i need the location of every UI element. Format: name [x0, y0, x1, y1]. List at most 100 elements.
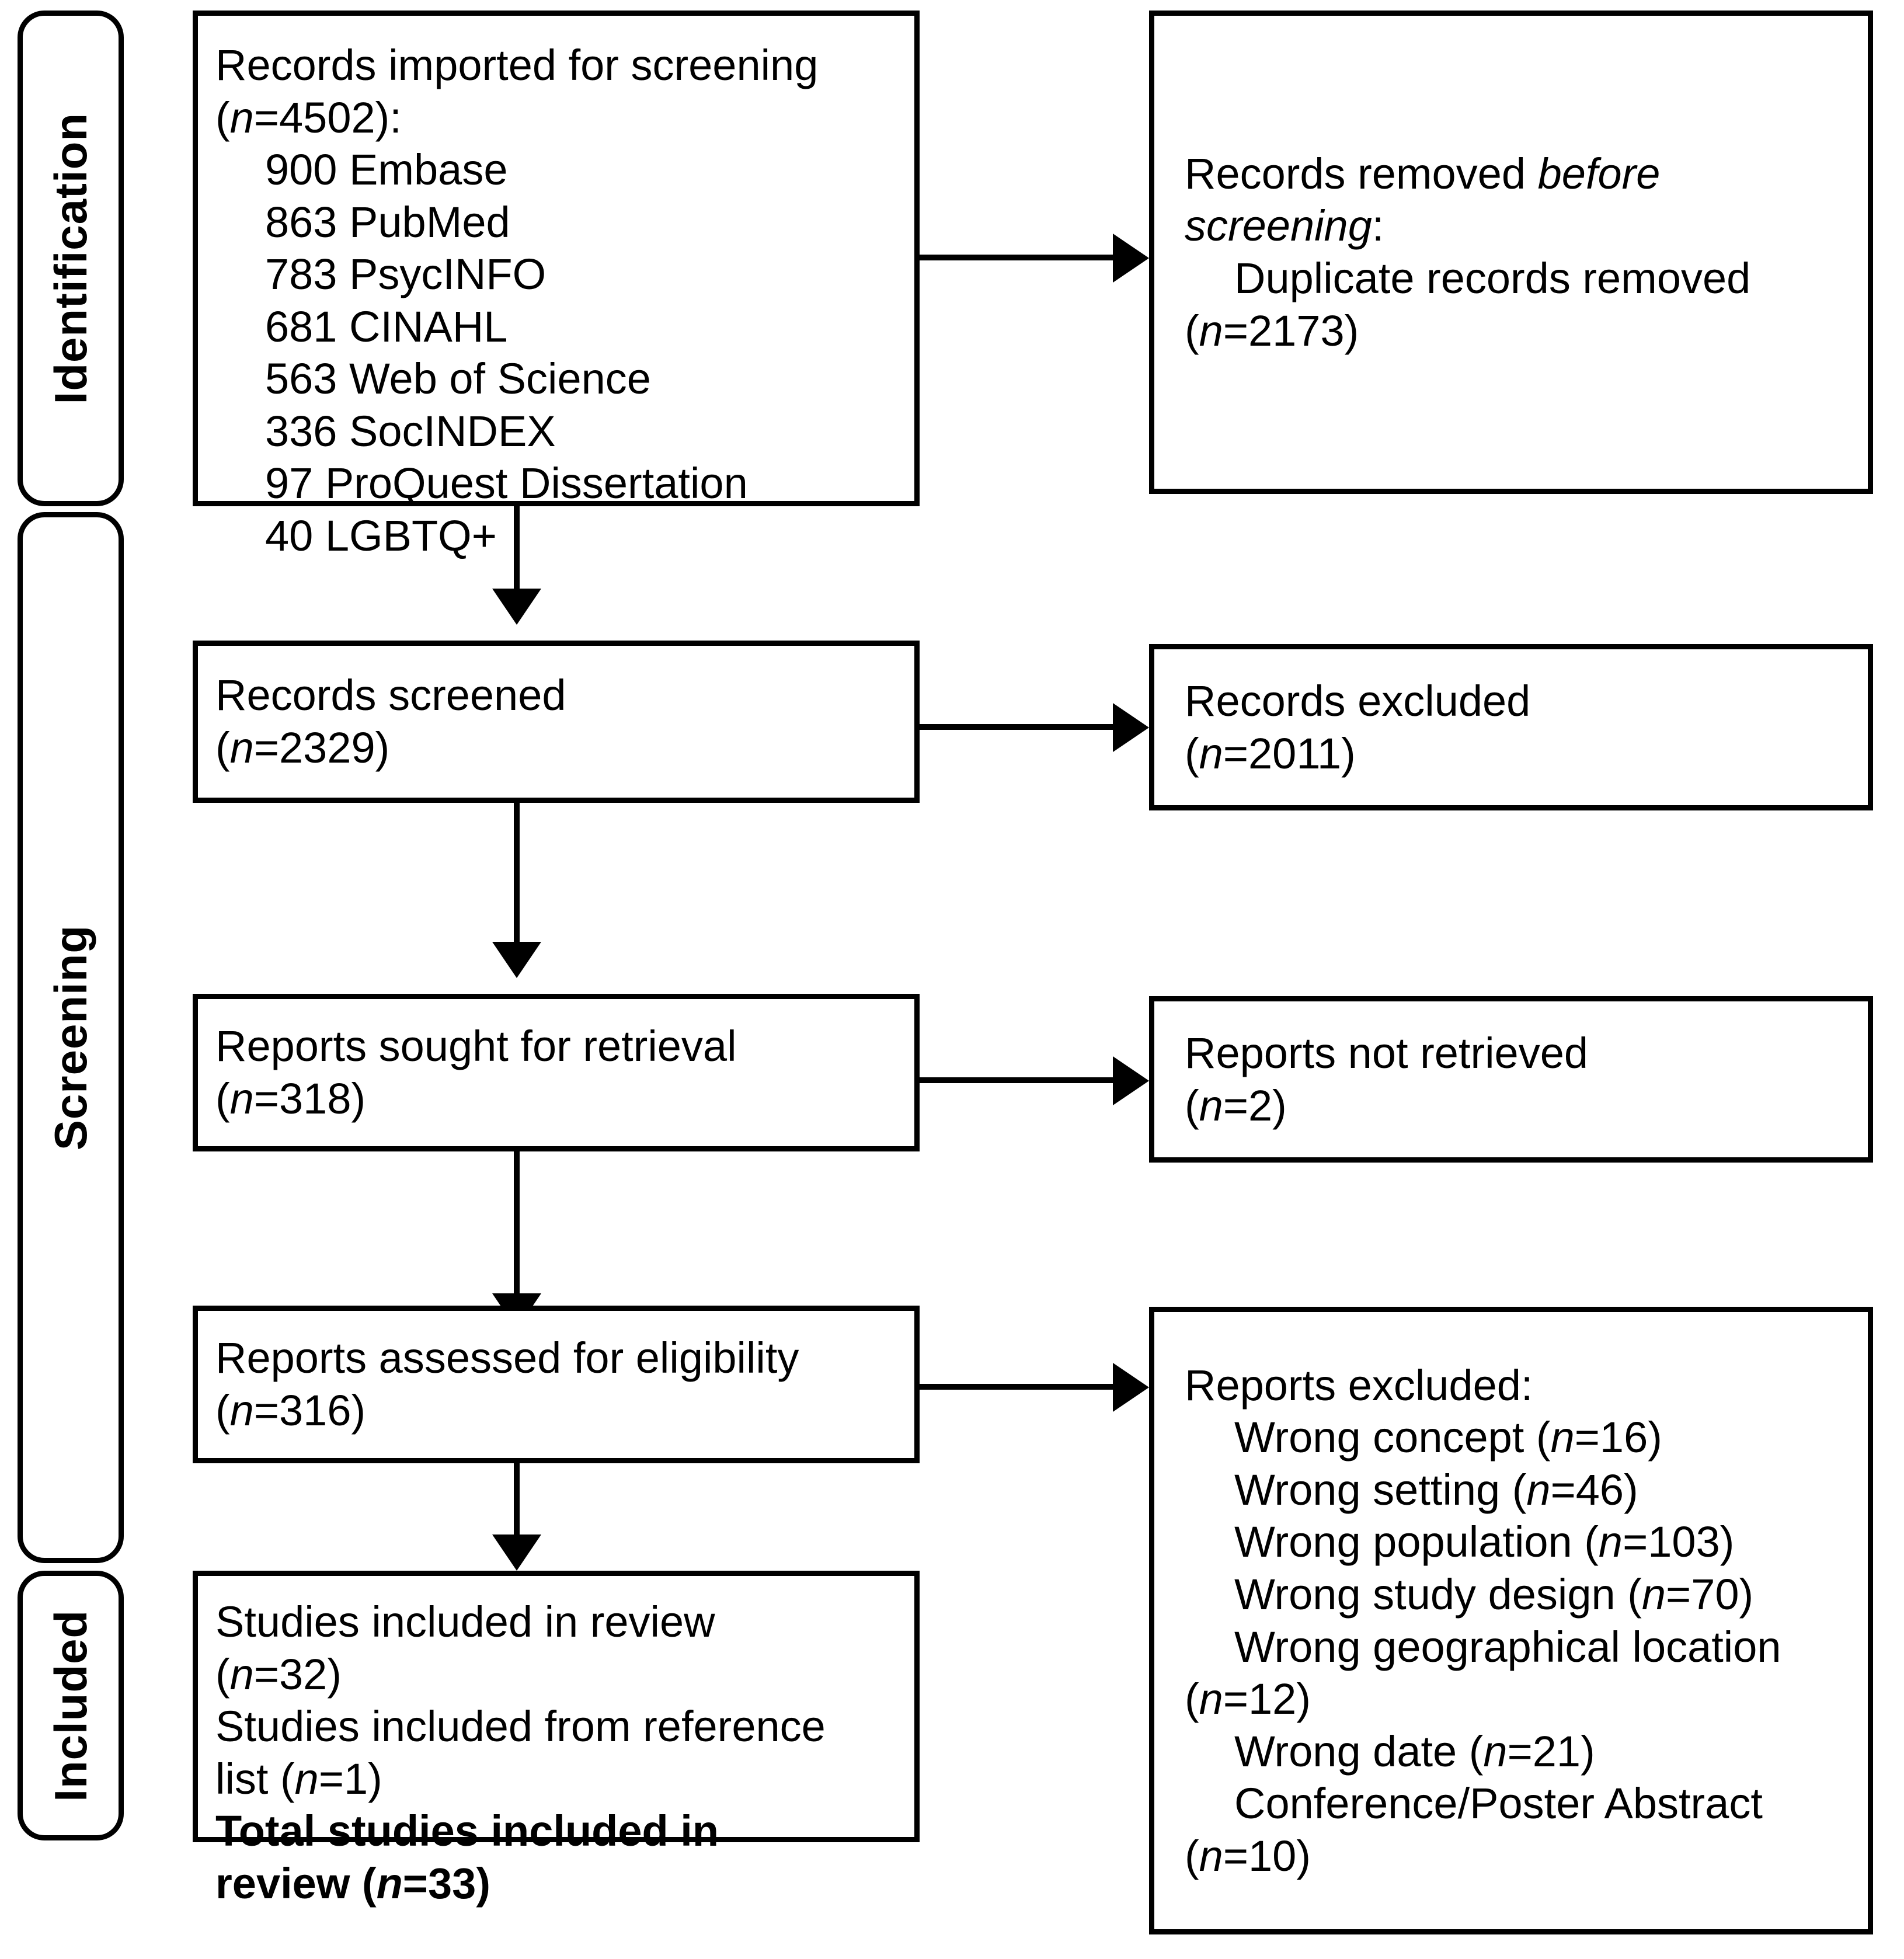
records-removed-line1: Records removed before: [1185, 148, 1850, 200]
n-italic: n: [1199, 1675, 1223, 1724]
source-item: 681 CINAHL: [265, 302, 508, 351]
arrow-screened-to-excluded: [1113, 703, 1149, 752]
reason-count: =103): [1623, 1518, 1735, 1567]
n-italic: n: [376, 1859, 403, 1908]
exclusion-reason: Wrong setting (n=46): [1185, 1464, 1850, 1516]
count-value: =2011): [1223, 729, 1356, 778]
phase-included: Included: [18, 1571, 124, 1840]
paren-open: (: [215, 1386, 230, 1435]
arrow-imported-to-screened: [492, 589, 541, 625]
arrow-sought-to-not-retrieved: [1113, 1056, 1149, 1105]
records-imported-count: (n=4502):: [215, 92, 897, 144]
n-italic: n: [1641, 1570, 1666, 1619]
studies-total-line1: Total studies included in: [215, 1807, 719, 1856]
n-italic: n: [229, 723, 254, 772]
node-reports-sought: Reports sought for retrieval (n=318): [193, 994, 920, 1151]
arrow-assessed-to-included: [492, 1535, 541, 1571]
exclusion-reason: Wrong population (n=103): [1185, 1516, 1850, 1568]
records-removed-prefix: Records removed: [1185, 149, 1538, 198]
node-records-removed: Records removed before screening: Duplic…: [1149, 11, 1873, 494]
node-reports-not-retrieved: Reports not retrieved (n=2): [1149, 996, 1873, 1163]
screening-italic: screening: [1185, 201, 1372, 250]
reports-sought-heading: Reports sought for retrieval: [215, 1022, 737, 1071]
reason-count: =70): [1666, 1570, 1754, 1619]
source-item: 900 Embase: [265, 145, 508, 194]
records-screened-count: (n=2329): [215, 722, 897, 774]
reports-not-retrieved-heading: Reports not retrieved: [1185, 1028, 1589, 1077]
studies-included-count1: (n=32): [215, 1648, 897, 1701]
records-screened-heading: Records screened: [215, 671, 566, 720]
n-italic: n: [1526, 1465, 1551, 1514]
records-excluded-heading: Records excluded: [1185, 676, 1531, 725]
reason-count: =46): [1550, 1465, 1638, 1514]
n-italic: n: [1199, 306, 1223, 355]
reason-label: Wrong setting (: [1234, 1465, 1527, 1514]
n-italic: n: [1483, 1727, 1508, 1776]
paren-open: (: [1185, 1675, 1199, 1724]
records-imported-heading: Records imported for screening: [215, 41, 819, 89]
n-italic: n: [1199, 1081, 1223, 1130]
connector-screened-to-excluded: [918, 724, 1115, 730]
paren-open: (: [215, 93, 230, 142]
paren-open: (: [215, 723, 230, 772]
source-item: 863 PubMed: [265, 197, 510, 246]
exclusion-reason-count: (n=12): [1185, 1673, 1850, 1725]
count-value: =4502):: [253, 93, 402, 142]
reports-assessed-count: (n=316): [215, 1384, 897, 1437]
exclusion-reason: Wrong concept (n=16): [1185, 1411, 1850, 1464]
paren-open: (: [1185, 729, 1199, 778]
reports-excluded-heading: Reports excluded:: [1185, 1360, 1533, 1410]
records-removed-line2: screening:: [1185, 200, 1850, 252]
total-prefix: review (: [215, 1859, 377, 1908]
n-italic: n: [229, 1386, 254, 1435]
n-italic: n: [1598, 1518, 1623, 1567]
count-value: =316): [253, 1386, 366, 1435]
n-italic: n: [229, 93, 254, 142]
node-reports-excluded: Reports excluded: Wrong concept (n=16) W…: [1149, 1307, 1873, 1934]
paren-open: (: [1185, 1831, 1199, 1880]
node-records-screened: Records screened (n=2329): [193, 641, 920, 803]
node-records-imported: Records imported for screening (n=4502):…: [193, 11, 920, 560]
reason-label: Wrong concept (: [1234, 1413, 1551, 1462]
reason-label: Wrong population (: [1234, 1518, 1599, 1567]
source-item: 563 Web of Science: [265, 354, 651, 403]
arrow-assessed-to-excluded: [1113, 1363, 1149, 1412]
reports-not-retrieved-count: (n=2): [1185, 1080, 1850, 1132]
source-item: 783 PsycINFO: [265, 250, 547, 299]
n-italic: n: [1199, 1831, 1223, 1880]
reason-count: =16): [1574, 1413, 1662, 1462]
n-italic: n: [1199, 729, 1223, 778]
records-removed-count: (n=2173): [1185, 305, 1850, 357]
node-records-excluded: Records excluded (n=2011): [1149, 644, 1873, 810]
phase-identification: Identification: [18, 11, 124, 506]
connector-sought-to-not-retrieved: [918, 1077, 1115, 1083]
reason-count: =10): [1223, 1831, 1311, 1880]
paren-open: (: [215, 1650, 230, 1699]
n-italic: n: [229, 1650, 254, 1699]
source-item: 336 SocINDEX: [265, 406, 556, 455]
n-italic: n: [229, 1074, 254, 1123]
node-studies-included: Studies included in review (n=32) Studie…: [193, 1571, 920, 1908]
reports-sought-count: (n=318): [215, 1073, 897, 1125]
exclusion-reason: Wrong geographical location: [1234, 1622, 1781, 1671]
n-italic: n: [1550, 1413, 1575, 1462]
phase-identification-label: Identification: [45, 112, 96, 405]
phase-screening: Screening: [18, 512, 124, 1563]
connector-assessed-to-included: [514, 1463, 520, 1536]
reason-count: =12): [1223, 1675, 1311, 1724]
count-value: =318): [253, 1074, 366, 1123]
reason-label: Wrong date (: [1234, 1727, 1484, 1776]
count-value: =32): [253, 1650, 342, 1699]
records-excluded-count: (n=2011): [1185, 728, 1850, 780]
paren-open: (: [1185, 306, 1199, 355]
count-value: =1): [318, 1754, 382, 1803]
exclusion-reason: Conference/Poster Abstract: [1234, 1779, 1763, 1828]
connector-imported-to-removed: [918, 255, 1115, 260]
colon: :: [1372, 201, 1384, 250]
before-italic: before: [1537, 149, 1661, 198]
paren-open: (: [1185, 1081, 1199, 1130]
records-removed-detail: Duplicate records removed: [1234, 254, 1751, 302]
count-value: =2329): [253, 723, 390, 772]
exclusion-reason-count: (n=10): [1185, 1830, 1850, 1883]
